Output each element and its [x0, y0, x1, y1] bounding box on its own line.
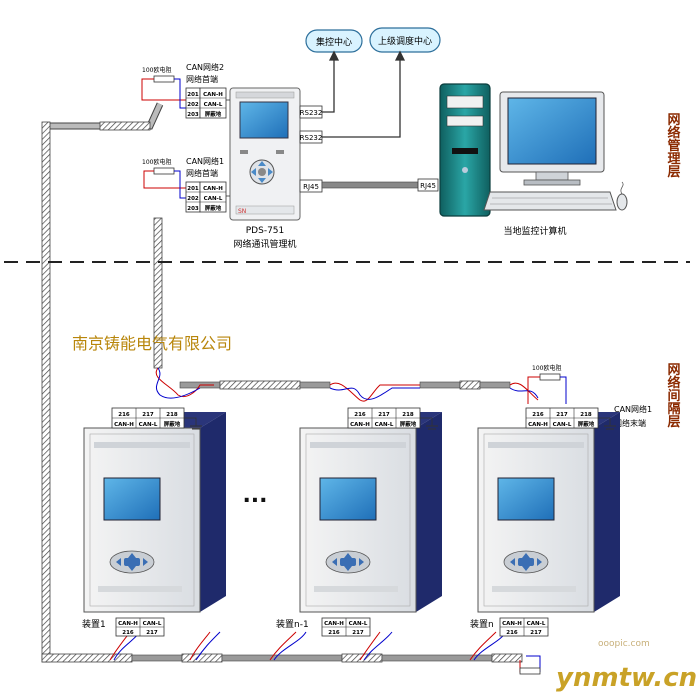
device2-top-label-1: CAN-H — [350, 422, 370, 428]
can2-subtitle: 网络首端 — [186, 74, 218, 84]
device1-top-label-2: CAN-L — [139, 422, 158, 428]
device3-top-num-2: 217 — [556, 412, 568, 418]
can2-terminal: 100欧电阻 CAN网络2 网络首端 201 202 203 CAN-H CAN… — [141, 62, 230, 119]
device3-top-num-1: 216 — [532, 412, 544, 418]
device2-top-num-3: 218 — [402, 412, 414, 418]
can1-title: CAN网络1 — [186, 156, 224, 166]
jikong-center-node: 集控中心 — [305, 29, 363, 53]
watermark-ooopic: ooopic.com — [598, 639, 650, 649]
can1-bus-wires — [155, 367, 539, 402]
company-name: 南京铸能电气有限公司 — [72, 334, 232, 353]
can1-subtitle: 网络首端 — [186, 168, 218, 178]
manager-model: PDS-751 — [246, 226, 285, 236]
device2-top-num-1: 216 — [354, 412, 366, 418]
rj45-link: RJ45 — [321, 178, 439, 192]
device-n-minus-1: 216 217 218 CAN-H CAN-L 屏蔽地 CAN-H CAN-L … — [276, 407, 442, 637]
device2-bottom-label-1: CAN-H — [324, 621, 344, 627]
device3-top-num-3: 218 — [580, 412, 592, 418]
port-rs232-1-label: RS232 — [300, 109, 323, 117]
can1-end-terminal: 100欧电阻 CAN网络1 网络末端 — [527, 364, 652, 428]
can1-term-label-1: CAN-H — [203, 186, 223, 192]
device3-top-label-2: CAN-L — [553, 422, 572, 428]
port-rj45-label: RJ45 — [303, 183, 319, 191]
device2-top-num-2: 217 — [378, 412, 390, 418]
device2-bottom-num-1: 216 — [328, 630, 340, 636]
can1-end-subtitle: 网络末端 — [614, 418, 646, 428]
can2-term-label-2: CAN-L — [204, 102, 223, 108]
can1-term-num-2: 202 — [187, 196, 199, 202]
device2-bottom-num-2: 217 — [352, 630, 364, 636]
computer-port-label: RJ45 — [420, 182, 436, 190]
device2-label: 装置n-1 — [276, 618, 309, 630]
device2-top-label-2: CAN-L — [375, 422, 394, 428]
watermark-ynmtw: ynmtw.cn — [556, 663, 697, 693]
device1-top-label-3: 屏蔽地 — [164, 420, 181, 428]
management-layer-text: 网络管理层 — [665, 113, 681, 179]
device1-top-num-3: 218 — [166, 412, 178, 418]
rs232-links — [320, 50, 406, 138]
bay-layer-label: 网络间隔层 — [665, 363, 681, 429]
can1-resistor-label: 100欧电阻 — [142, 158, 171, 166]
can1-end-title: CAN网络1 — [614, 404, 652, 414]
device2-top-label-3: 屏蔽地 — [400, 420, 417, 428]
can2-term-num-1: 201 — [187, 92, 199, 98]
upper-dispatch-label: 上级调度中心 — [378, 35, 432, 47]
device1-bottom-label-2: CAN-L — [143, 621, 162, 627]
management-layer-label: 网络管理层 — [665, 113, 681, 179]
can1-end-resistor-label: 100欧电阻 — [532, 364, 561, 372]
can1-terminal: 100欧电阻 CAN网络1 网络首端 201 202 203 CAN-H CAN… — [142, 156, 230, 213]
device3-bottom-num-2: 217 — [530, 630, 542, 636]
can2-term-num-3: 203 — [187, 112, 199, 118]
svg-text:SN: SN — [238, 208, 246, 215]
device-ellipsis: ... — [242, 483, 267, 508]
device1-label: 装置1 — [82, 618, 106, 630]
device3-bottom-label-2: CAN-L — [527, 621, 546, 627]
can2-title: CAN网络2 — [186, 62, 224, 72]
jikong-center-label: 集控中心 — [316, 36, 352, 48]
manager-name: 网络通讯管理机 — [233, 238, 296, 250]
can1-term-label-3: 屏蔽地 — [205, 204, 222, 212]
can1-term-num-1: 201 — [187, 186, 199, 192]
computer-caption: 当地监控计算机 — [503, 225, 566, 237]
device-n: 216 217 218 CAN-H CAN-L 屏蔽地 CAN-H CAN-L … — [470, 407, 620, 637]
port-rs232-2-label: RS232 — [300, 134, 323, 142]
bay-layer-text: 网络间隔层 — [665, 363, 681, 429]
device3-label: 装置n — [470, 618, 494, 630]
can1-term-num-3: 203 — [187, 206, 199, 212]
device3-bottom-label-1: CAN-H — [502, 621, 522, 627]
can2-term-num-2: 202 — [187, 102, 199, 108]
device1-top-num-2: 217 — [142, 412, 154, 418]
upper-dispatch-node: 上级调度中心 — [369, 27, 441, 53]
can1-bus-cable — [153, 217, 511, 390]
device-1: 216 217 218 CAN-H CAN-L 屏蔽地 CAN-H CAN-L … — [82, 407, 226, 637]
device3-top-label-3: 屏蔽地 — [578, 420, 595, 428]
can2-bus-cable — [41, 102, 523, 663]
device1-top-label-1: CAN-H — [114, 422, 134, 428]
device1-bottom-num-2: 217 — [146, 630, 158, 636]
monitoring-computer: 当地监控计算机 — [439, 83, 628, 237]
can2-term-label-3: 屏蔽地 — [205, 110, 222, 118]
network-manager: SN RS232 RS232 RJ45 PDS-751 网络通讯管理机 — [229, 87, 323, 250]
device1-top-num-1: 216 — [118, 412, 130, 418]
device3-top-label-1: CAN-H — [528, 422, 548, 428]
device1-bottom-label-1: CAN-H — [118, 621, 138, 627]
device2-bottom-label-2: CAN-L — [349, 621, 368, 627]
device1-bottom-num-1: 216 — [122, 630, 134, 636]
can2-bottom-wires — [109, 631, 541, 675]
can2-term-label-1: CAN-H — [203, 92, 223, 98]
can2-resistor-label: 100欧电阻 — [142, 66, 171, 74]
can1-term-label-2: CAN-L — [204, 196, 223, 202]
device3-bottom-num-1: 216 — [506, 630, 518, 636]
